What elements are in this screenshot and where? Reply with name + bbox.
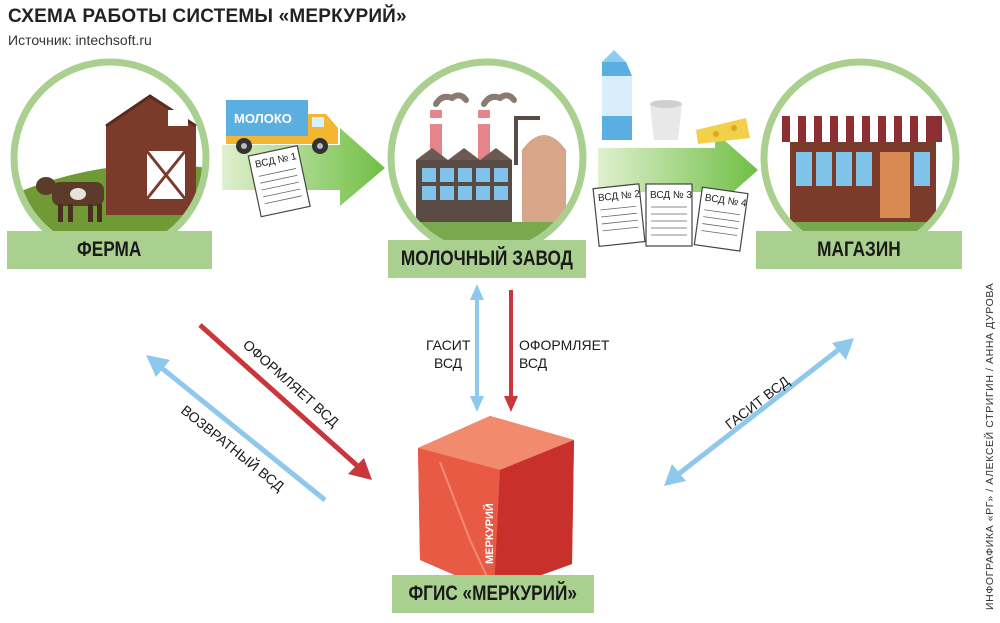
node-farm: ФЕРМА	[7, 231, 212, 269]
document-vsd-1: ВСД № 1	[247, 144, 311, 218]
dairy-products-icon	[602, 50, 750, 144]
node-mercury-label: ФГИС «МЕРКУРИЙ»	[408, 582, 578, 605]
truck-label: МОЛОКО	[234, 111, 292, 126]
mercury-cube-logo: МЕРКУРИЙ	[418, 416, 574, 593]
farm-illustration	[10, 58, 210, 258]
node-dairy-label: МОЛОЧНЫЙ ЗАВОД	[401, 247, 574, 270]
arrow-dairy-issue-vsd	[504, 290, 518, 412]
arrow-shop-cancel-vsd	[664, 338, 854, 486]
label-shop-cancel-vsd: ГАСИТ ВСД	[722, 373, 793, 433]
label-farm-issue-vsd: ОФОРМЛЯЕТ ВСД	[240, 336, 342, 430]
source-note: Источник: intechsoft.ru	[8, 32, 152, 48]
label-dairy-cancel-line1: ГАСИТ	[426, 337, 471, 353]
arrow-farm-return-vsd	[146, 355, 327, 502]
svg-text:ВСД № 3: ВСД № 3	[650, 190, 692, 201]
document-vsd-2: ВСД № 2	[592, 183, 646, 248]
svg-text:ВСД № 2: ВСД № 2	[598, 189, 641, 204]
label-dairy-issue-line1: ОФОРМЛЯЕТ	[519, 337, 610, 353]
node-dairy: МОЛОЧНЫЙ ЗАВОД	[388, 240, 586, 278]
node-shop: МАГАЗИН	[756, 231, 962, 269]
node-mercury: ФГИС «МЕРКУРИЙ»	[392, 575, 594, 613]
milk-truck-icon: МОЛОКО	[226, 100, 338, 154]
page-title: СХЕМА РАБОТЫ СИСТЕМЫ «МЕРКУРИЙ»	[8, 6, 407, 27]
document-vsd-3: ВСД № 3	[645, 183, 693, 247]
label-dairy-issue-line2: ВСД	[519, 355, 548, 371]
mercury-cube-label: МЕРКУРИЙ	[483, 503, 496, 564]
label-farm-return-vsd: ВОЗВРАТНЫЙ ВСД	[178, 401, 288, 495]
label-dairy-cancel-line2: ВСД	[434, 355, 463, 371]
arrow-dairy-cancel-vsd	[470, 284, 484, 412]
dairy-illustration	[387, 58, 587, 258]
document-vsd-4: ВСД № 4	[693, 186, 749, 252]
arrow-farm-issue-vsd	[198, 323, 372, 480]
node-shop-label: МАГАЗИН	[817, 238, 901, 261]
node-farm-label: ФЕРМА	[77, 238, 142, 261]
